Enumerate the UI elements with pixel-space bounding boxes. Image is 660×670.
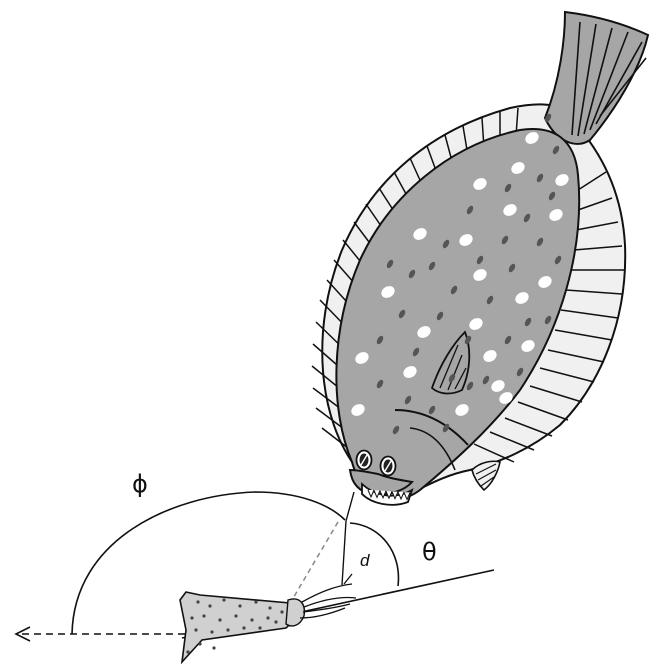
squid-dot [208,604,211,607]
mouth-connector [346,492,354,521]
squid-dot [274,620,277,623]
squid-dot [268,606,271,609]
squid-dot [234,614,237,617]
phi-label: ϕ [132,470,148,498]
squid [180,574,356,662]
squid-dot [196,600,199,603]
flounder-body [336,129,579,499]
squid-tentacles [300,574,356,618]
squid-dot [250,618,253,621]
squid-dot [226,628,229,631]
squid-dot [212,646,215,649]
squid-dot [218,618,221,621]
flounder-eye-right [381,457,396,476]
squid-dot [266,616,269,619]
squid-dot [202,614,205,617]
theta-angle-arc [350,523,398,586]
squid-dot [210,630,213,633]
flounder [312,12,648,505]
squid-dot [222,598,225,601]
theta-label: θ [422,538,437,566]
squid-dot [254,600,257,603]
squid-dot [280,610,283,613]
squid-dot [258,626,261,629]
squid-dot [190,616,193,619]
squid-dot [194,628,197,631]
squid-dot [186,650,189,653]
squid-head [286,599,304,626]
flounder-eye-left [357,451,372,470]
d-label: d [360,551,370,570]
distance-line-d [342,521,346,585]
squid-dot [238,604,241,607]
squid-dot [242,626,245,629]
squid-dot [198,642,201,645]
